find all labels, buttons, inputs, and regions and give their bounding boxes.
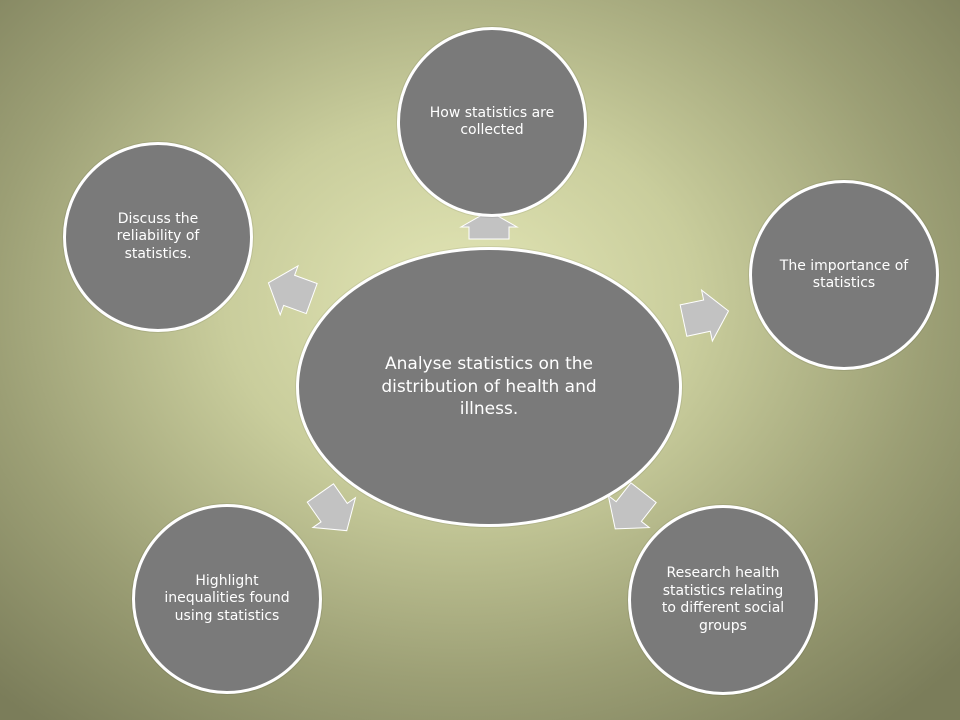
node-label: The importance of statistics [779, 257, 909, 292]
arrow-to-top-left-node [267, 264, 318, 317]
node-importance: The importance of statistics [749, 180, 939, 370]
arrow-to-right-node [679, 288, 730, 343]
center-node: Analyse statistics on the distribution o… [296, 247, 682, 527]
node-label: Research health statistics relating to d… [661, 565, 785, 634]
center-node-label: Analyse statistics on the distribution o… [381, 353, 597, 420]
node-label: How statistics are collected [429, 104, 555, 139]
node-label: Highlight inequalities found using stati… [164, 572, 290, 624]
node-how-collected: How statistics are collected [397, 27, 587, 217]
node-research-groups: Research health statistics relating to d… [628, 505, 818, 695]
node-reliability: Discuss the reliability of statistics. [63, 142, 253, 332]
node-label: Discuss the reliability of statistics. [116, 210, 200, 262]
node-inequalities: Highlight inequalities found using stati… [132, 504, 322, 694]
